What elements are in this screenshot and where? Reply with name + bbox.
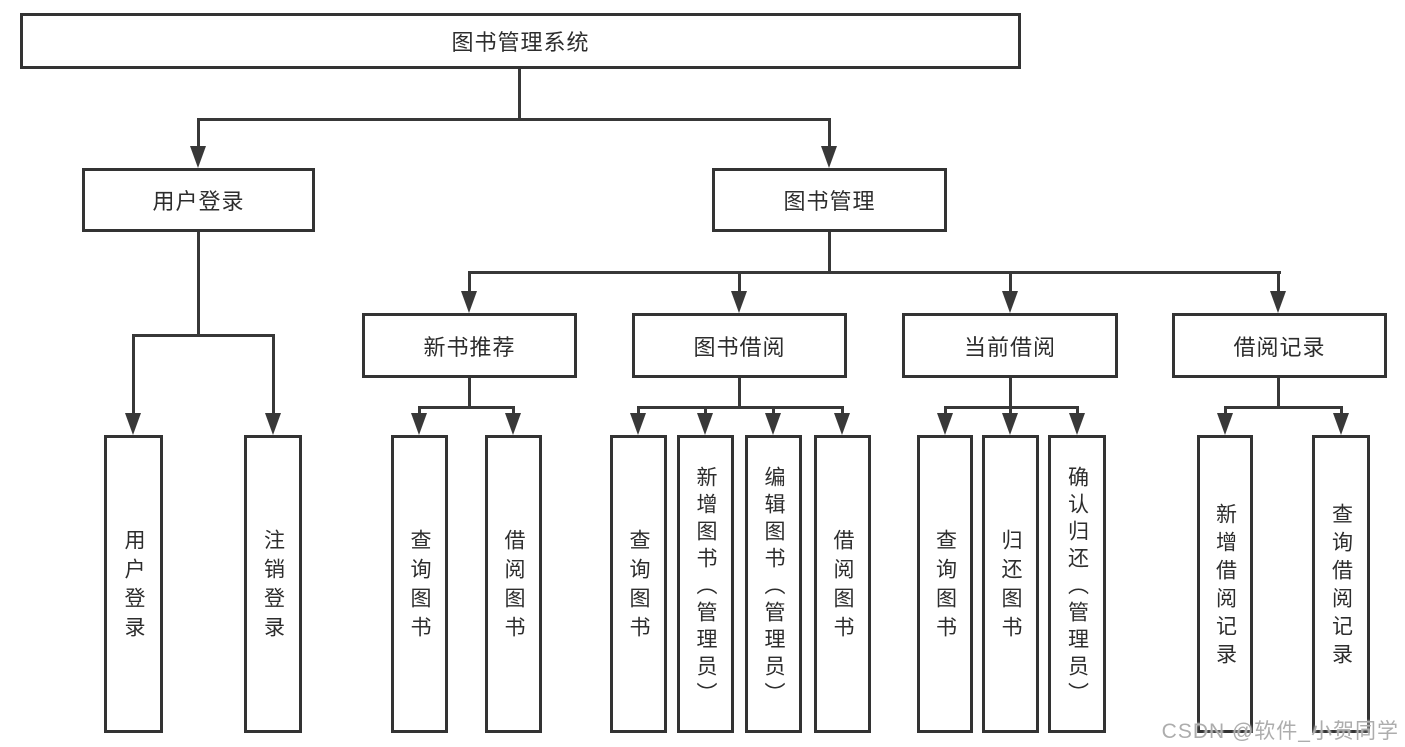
arrow-down-icon — [265, 413, 281, 435]
connector-line — [1009, 271, 1012, 295]
leaf-confirm-return-admin: 确认归还（管理员） — [1048, 435, 1106, 733]
connector-line — [132, 334, 135, 416]
arrow-down-icon — [1333, 413, 1349, 435]
arrow-down-icon — [125, 413, 141, 435]
connector-line — [1277, 271, 1280, 295]
leaf-add-borrow-record: 新增借阅记录 — [1197, 435, 1253, 733]
arrow-down-icon — [1002, 413, 1018, 435]
arrow-down-icon — [1217, 413, 1233, 435]
connector-line — [738, 271, 741, 295]
arrow-down-icon — [697, 413, 713, 435]
connector-line — [828, 118, 831, 150]
leaf-query-borrow-record: 查询借阅记录 — [1312, 435, 1370, 733]
leaf-logout: 注销登录 — [244, 435, 302, 733]
connector-line — [418, 406, 515, 409]
arrow-down-icon — [821, 146, 837, 168]
connector-line — [272, 334, 275, 416]
leaf-borrow-book: 借阅图书 — [814, 435, 871, 733]
leaf-borrow-book-recommend: 借阅图书 — [485, 435, 542, 733]
connector-line — [468, 271, 471, 295]
leaf-add-book-admin: 新增图书（管理员） — [677, 435, 734, 733]
arrow-down-icon — [411, 413, 427, 435]
connector-line — [1224, 406, 1227, 416]
connector-line — [637, 406, 844, 409]
arrow-down-icon — [630, 413, 646, 435]
connector-line — [1009, 406, 1012, 416]
leaf-query-book-recommend: 查询图书 — [391, 435, 448, 733]
node-book-management: 图书管理 — [712, 168, 947, 232]
node-book-borrow: 图书借阅 — [632, 313, 847, 378]
leaf-return-book: 归还图书 — [982, 435, 1039, 733]
arrow-down-icon — [461, 291, 477, 313]
connector-line — [197, 118, 200, 150]
connector-line — [1340, 406, 1343, 416]
connector-line — [468, 271, 1281, 274]
connector-line — [944, 406, 947, 416]
connector-line — [1076, 406, 1079, 416]
connector-line — [512, 406, 515, 416]
connector-line — [132, 334, 275, 337]
connector-line — [197, 232, 200, 337]
leaf-user-login: 用户登录 — [104, 435, 163, 733]
connector-line — [468, 378, 471, 409]
connector-line — [637, 406, 640, 416]
connector-line — [418, 406, 421, 416]
connector-line — [1224, 406, 1343, 409]
arrow-down-icon — [937, 413, 953, 435]
connector-line — [704, 406, 707, 416]
node-current-borrow: 当前借阅 — [902, 313, 1118, 378]
node-root: 图书管理系统 — [20, 13, 1021, 69]
connector-line — [828, 232, 831, 274]
arrow-down-icon — [1069, 413, 1085, 435]
arrow-down-icon — [765, 413, 781, 435]
arrow-down-icon — [190, 146, 206, 168]
connector-line — [1277, 378, 1280, 409]
leaf-query-book-current: 查询图书 — [917, 435, 973, 733]
connector-line — [772, 406, 775, 416]
arrow-down-icon — [505, 413, 521, 435]
leaf-edit-book-admin: 编辑图书（管理员） — [745, 435, 802, 733]
connector-line — [1009, 378, 1012, 409]
node-user-login: 用户登录 — [82, 168, 315, 232]
connector-line — [841, 406, 844, 416]
connector-line — [518, 69, 521, 121]
connector-line — [738, 378, 741, 409]
arrow-down-icon — [1002, 291, 1018, 313]
arrow-down-icon — [1270, 291, 1286, 313]
leaf-query-book-borrow: 查询图书 — [610, 435, 667, 733]
node-new-book-recommend: 新书推荐 — [362, 313, 577, 378]
connector-line — [197, 118, 831, 121]
node-borrow-records: 借阅记录 — [1172, 313, 1387, 378]
arrow-down-icon — [834, 413, 850, 435]
csdn-watermark: CSDN @软件_小贺同学 — [1161, 720, 1399, 743]
arrow-down-icon — [731, 291, 747, 313]
